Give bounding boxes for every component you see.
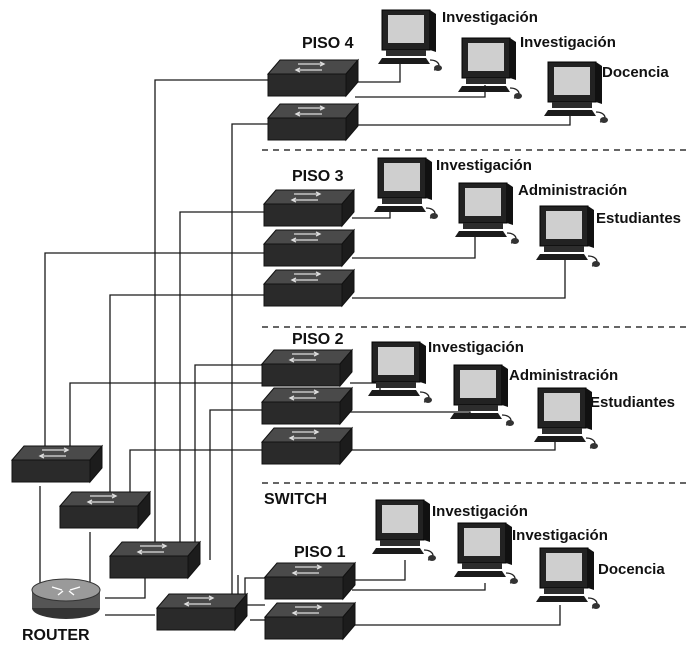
switch-piso3-bottom [263, 269, 355, 307]
switch-piso3-top [263, 189, 355, 227]
pc-piso3-2 [454, 182, 520, 245]
core-switch-4 [156, 593, 248, 631]
switch-label: SWITCH [264, 491, 327, 508]
pc-piso4-1 [377, 9, 443, 72]
core-switch-2 [59, 491, 151, 529]
pc-piso1-1 [371, 499, 437, 562]
pc-piso1-2 [453, 522, 519, 585]
pc-label: Docencia [598, 561, 665, 578]
switch-piso4-bottom [267, 103, 359, 141]
pc-label: Investigación [432, 503, 528, 520]
backbone-wires [39, 79, 268, 621]
pc-label: Investigación [428, 339, 524, 356]
switch-piso4-top [267, 59, 359, 97]
router-icon [31, 578, 101, 620]
pc-piso3-3 [535, 205, 601, 268]
pc-piso1-3 [535, 547, 601, 610]
pc-label: Docencia [602, 64, 669, 81]
pc-label: Administración [518, 182, 627, 199]
pc-piso2-2 [449, 364, 515, 427]
router-label: ROUTER [22, 627, 90, 644]
switch-piso1-bottom [264, 602, 356, 640]
pc-piso3-1 [373, 157, 439, 220]
switch-piso2-bottom [261, 427, 353, 465]
core-switch-1 [11, 445, 103, 483]
pc-label: Investigación [512, 527, 608, 544]
pc-label: Investigación [436, 157, 532, 174]
pc-piso2-1 [367, 341, 433, 404]
floor-label-piso1: PISO 1 [294, 544, 346, 561]
floor-label-piso3: PISO 3 [292, 168, 344, 185]
pc-label: Estudiantes [596, 210, 681, 227]
core-switch-3 [109, 541, 201, 579]
switch-piso2-top [261, 349, 353, 387]
pc-piso4-3 [543, 61, 609, 124]
switch-piso3-mid [263, 229, 355, 267]
pc-piso2-3 [533, 387, 599, 450]
pc-label: Estudiantes [590, 394, 675, 411]
pc-piso4-2 [457, 37, 523, 100]
floor-label-piso2: PISO 2 [292, 331, 344, 348]
pc-label: Administración [509, 367, 618, 384]
pc-label: Investigación [520, 34, 616, 51]
pc-label: Investigación [442, 9, 538, 26]
switch-piso1-top [264, 562, 356, 600]
pc-wires [350, 60, 571, 626]
switch-piso2-mid [261, 387, 353, 425]
floor-label-piso4: PISO 4 [302, 35, 354, 52]
